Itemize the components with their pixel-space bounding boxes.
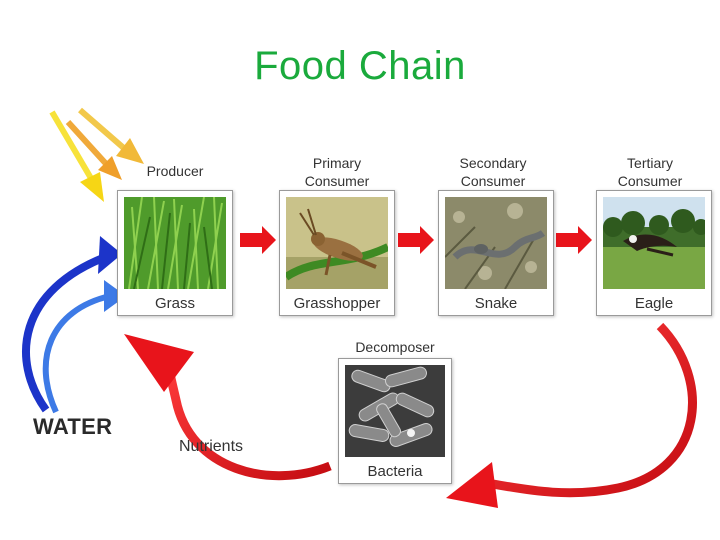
water-label: WATER [33,414,113,439]
chain-arrows [240,226,592,254]
stage-name-eagle: Eagle [634,295,674,312]
card-grass: Grass [117,190,233,316]
arrow-bacteria-to-grass [124,334,194,392]
water-arrows [22,236,126,414]
arrow-snake-to-eagle [556,226,592,254]
stage-name-grass: Grass [154,295,195,312]
sunlight-arrows [49,107,144,202]
role-label-tertiary: Tertiary Consumer [617,155,683,189]
snake-image [445,197,547,289]
card-eagle: Eagle [596,190,712,316]
stage-name-grasshopper: Grasshopper [293,295,381,312]
page-title: Food Chain [254,44,466,88]
card-bacteria: Bacteria [338,358,452,484]
eagle-image [603,197,705,289]
cycle-arrows [124,322,697,508]
role-label-primary: Primary Consumer [304,155,370,189]
stage-name-bacteria: Bacteria [367,463,423,480]
grasshopper-image [286,197,388,289]
nutrients-label: Nutrients [179,438,244,455]
role-label-decomposer: Decomposer [355,339,435,355]
stage-name-snake: Snake [474,295,518,312]
role-label-producer: Producer [146,163,204,179]
role-label-secondary: Secondary Consumer [459,155,527,189]
arrow-grass-to-grasshopper [240,226,276,254]
card-grasshopper: Grasshopper [279,190,395,316]
arrow-eagle-to-bacteria [446,462,498,508]
grass-image [124,197,226,289]
arrow-grasshopper-to-snake [398,226,434,254]
bacteria-image [345,365,445,457]
card-snake: Snake [438,190,554,316]
